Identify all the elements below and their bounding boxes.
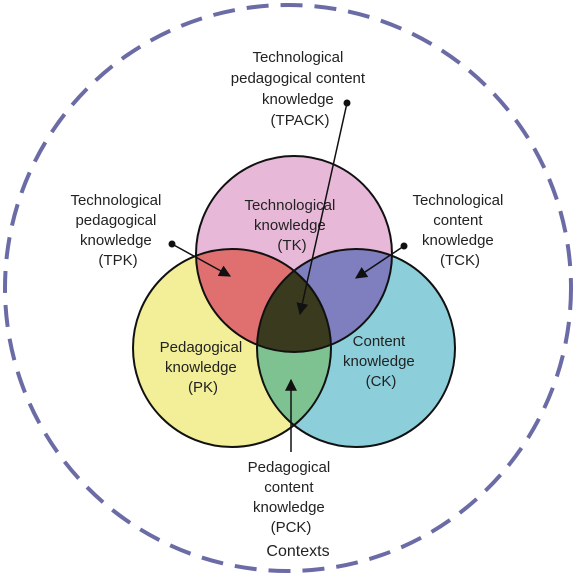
ck-label: Content knowledge (CK) [343,333,419,390]
ck-outline [256,248,456,448]
contexts-boundary [3,3,573,573]
tk-label: Technological knowledge (TK) [244,197,339,254]
tpack-callout-label: Technological pedagogical content knowle… [231,49,369,129]
tpack-overlap-region [257,249,331,352]
tck-callout-arrow [355,245,405,279]
pck-callout-label: Pedagogical content knowledge (PCK) [248,459,335,536]
tck-callout-label: Technological content knowledge (TCK) [412,192,507,269]
pk-label: Pedagogical knowledge (PK) [160,339,247,396]
tpk-callout-arrow [171,243,232,277]
tpack-callout-arrow [296,102,348,316]
pk-outline [132,248,332,448]
tpk-callout-label: Technological pedagogical knowledge (TPK… [70,192,165,269]
contexts-label: Contexts [266,543,329,560]
